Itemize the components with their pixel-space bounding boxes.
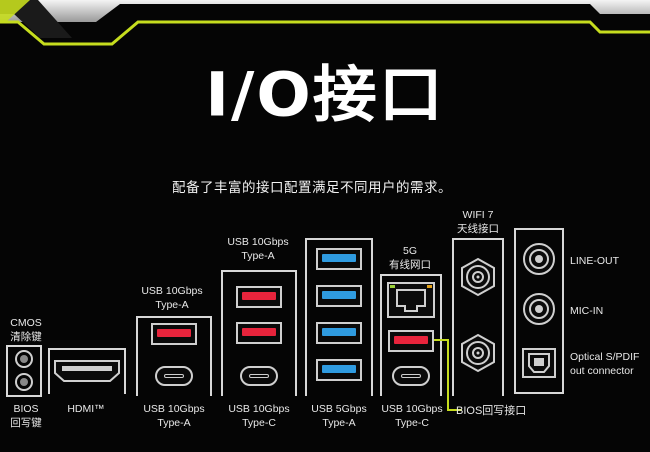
antenna-connector-icon[interactable] xyxy=(458,257,498,297)
usb-c-port-icon[interactable] xyxy=(240,366,278,386)
bios-button-label: BIOS 回写键 xyxy=(10,403,42,429)
usb-c-port-icon[interactable] xyxy=(392,366,430,386)
button-icon xyxy=(20,355,28,363)
usb-a-port-icon[interactable] xyxy=(316,359,362,381)
bios-flashback-usb-port-icon[interactable] xyxy=(388,330,434,352)
usb-a-port-icon[interactable] xyxy=(316,248,362,270)
wifi-frame xyxy=(452,238,504,396)
usb10-c-mid-label: USB 10Gbps Type-C xyxy=(228,403,290,429)
line-out-label: LINE-OUT xyxy=(570,255,620,267)
optical-label: Optical S/PDIF out connector xyxy=(570,351,640,377)
bios-flashback-button[interactable] xyxy=(15,373,33,391)
usb-a-port-icon[interactable] xyxy=(151,323,197,345)
usb10-a-left-label: USB 10Gbps Type-A xyxy=(141,285,203,311)
mic-in-label: MIC-IN xyxy=(570,305,604,317)
usb-column-2-frame xyxy=(221,270,297,396)
bios-port-label: BIOS回写接口 xyxy=(456,405,527,417)
optical-port-icon[interactable] xyxy=(522,348,556,378)
lan-column-frame xyxy=(380,274,442,396)
hdmi-frame xyxy=(48,348,126,394)
ethernet-port-icon[interactable] xyxy=(387,282,435,318)
usb-a-port-icon[interactable] xyxy=(236,322,282,344)
usb-a-port-icon[interactable] xyxy=(316,322,362,344)
usb-a-port-icon[interactable] xyxy=(236,286,282,308)
cmos-label: CMOS 清除键 xyxy=(10,317,42,343)
usb5-a-label: USB 5Gbps Type-A xyxy=(311,403,367,429)
hdmi-port-icon[interactable] xyxy=(52,358,122,384)
cmos-clear-button[interactable] xyxy=(15,350,33,368)
button-icon xyxy=(20,378,28,386)
audio-jack-icon[interactable] xyxy=(522,242,556,276)
page-subtitle: 配备了丰富的接口配置满足不同用户的需求。 xyxy=(172,180,452,195)
hdmi-label: HDMI™ xyxy=(67,403,105,415)
usb-column-3-frame xyxy=(305,238,373,396)
usb-a-port-icon[interactable] xyxy=(316,285,362,307)
page-title: I/O接口 xyxy=(205,60,445,131)
audio-frame xyxy=(514,228,564,394)
usb-c-port-icon[interactable] xyxy=(155,366,193,386)
audio-jack-icon[interactable] xyxy=(522,292,556,326)
antenna-connector-icon[interactable] xyxy=(458,333,498,373)
usb-column-1-frame xyxy=(136,316,212,396)
usb10-c-right-label: USB 10Gbps Type-C xyxy=(381,403,443,429)
lan-label: 5G 有线网口 xyxy=(389,245,431,271)
top-banner xyxy=(0,0,650,46)
wifi-label: WIFI 7 天线接口 xyxy=(457,209,499,235)
button-panel xyxy=(6,345,42,397)
usb10-a-mid-label: USB 10Gbps Type-A xyxy=(227,236,289,262)
usb10-a-bottom-label: USB 10Gbps Type-A xyxy=(143,403,205,429)
bios-port-callout-line xyxy=(434,339,462,411)
